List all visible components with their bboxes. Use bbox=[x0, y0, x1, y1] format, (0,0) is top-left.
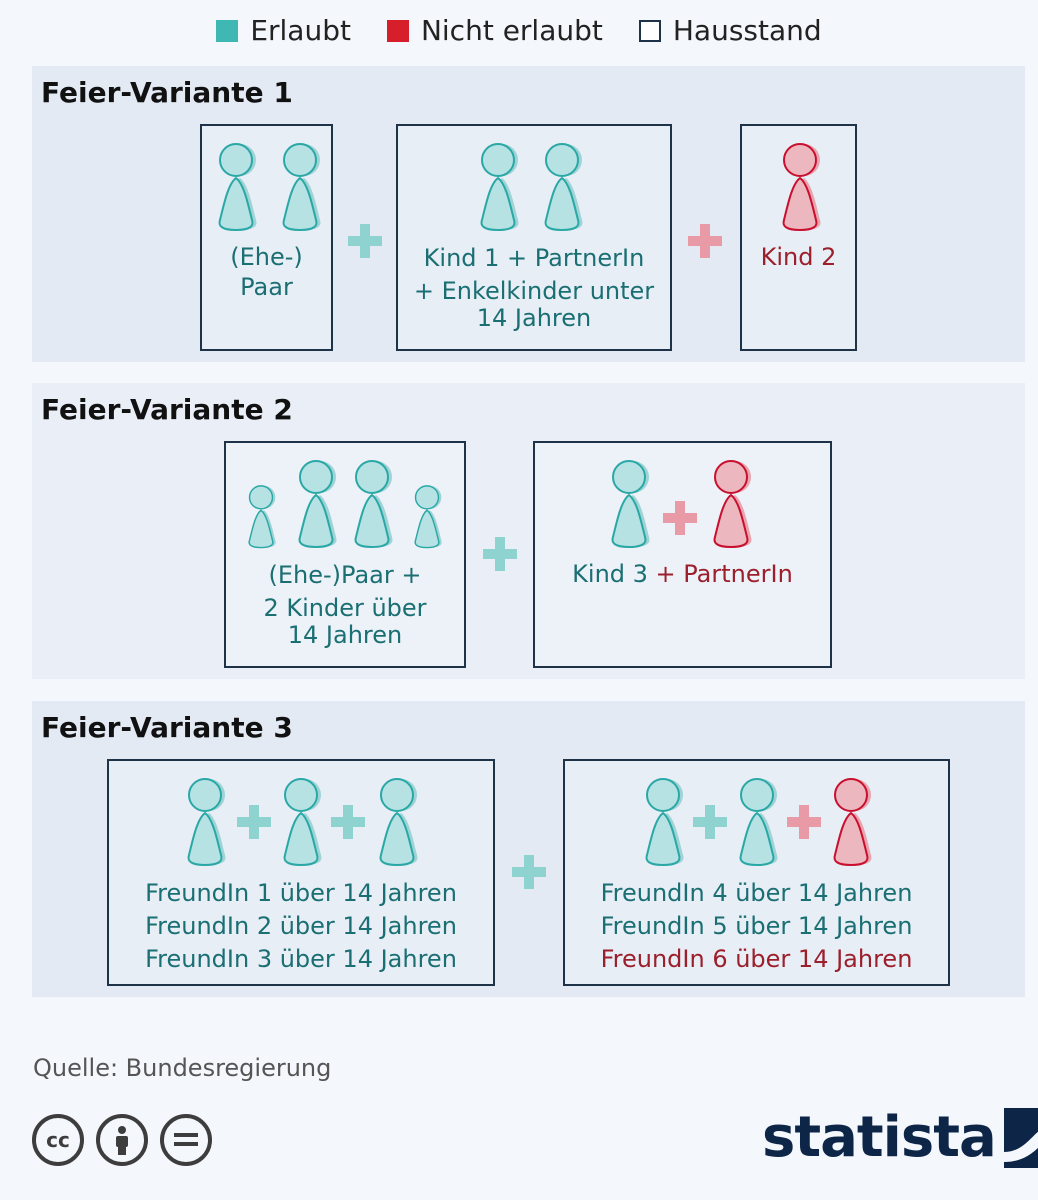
household-box-child-3: Kind 3 + PartnerIn bbox=[533, 441, 832, 668]
plus-not-allowed-icon bbox=[688, 224, 722, 258]
variant-2-panel: Feier-Variante 2 (Ehe-)Paar + 2 Kinder ü… bbox=[32, 383, 1025, 679]
legend-item-not-allowed: Nicht erlaubt bbox=[386, 14, 603, 47]
caption-line-not-allowed: FreundIn 6 über 14 Jahren bbox=[600, 945, 913, 973]
plus-allowed-icon bbox=[483, 537, 517, 571]
pawn-allowed-small-icon bbox=[248, 485, 276, 549]
plus-not-allowed-icon bbox=[787, 805, 821, 839]
legend-label-not-allowed: Nicht erlaubt bbox=[420, 14, 603, 47]
source-note: Quelle: Bundesregierung bbox=[33, 1054, 332, 1082]
brand-name: statista bbox=[762, 1105, 997, 1170]
pawn-allowed-icon bbox=[283, 778, 322, 867]
legend-label-allowed: Erlaubt bbox=[250, 14, 351, 47]
legend-swatch-household-icon bbox=[638, 19, 661, 42]
plus-allowed-icon bbox=[237, 805, 271, 839]
cc-icon[interactable]: cc bbox=[32, 1114, 84, 1166]
caption-line: Paar bbox=[240, 273, 293, 301]
pawn-allowed-icon bbox=[480, 143, 519, 232]
variant-3-panel: Feier-Variante 3 FreundIn 1 über 14 Jahr… bbox=[32, 701, 1025, 997]
nd-equals-icon[interactable] bbox=[160, 1114, 212, 1166]
statista-logo[interactable]: statista bbox=[762, 1108, 1038, 1168]
caption-line: FreundIn 3 über 14 Jahren bbox=[145, 945, 457, 973]
plus-allowed-icon bbox=[512, 855, 546, 889]
household-box-friends-b: FreundIn 4 über 14 Jahren FreundIn 5 übe… bbox=[563, 759, 950, 986]
household-box-child-2: Kind 2 bbox=[740, 124, 857, 351]
household-box-friends-a: FreundIn 1 über 14 Jahren FreundIn 2 übe… bbox=[107, 759, 495, 986]
pawn-not-allowed-icon bbox=[782, 143, 821, 232]
caption-child-2: Kind 2 bbox=[742, 242, 855, 272]
caption-friends-a: FreundIn 1 über 14 Jahren FreundIn 2 übe… bbox=[109, 877, 493, 976]
pawn-allowed-icon bbox=[739, 778, 778, 867]
pawn-allowed-icon bbox=[282, 143, 321, 232]
legend-item-allowed: Erlaubt bbox=[216, 14, 351, 47]
plus-not-allowed-icon bbox=[663, 501, 697, 535]
cc-icon-text: cc bbox=[46, 1128, 70, 1152]
caption-line: FreundIn 1 über 14 Jahren bbox=[145, 879, 457, 907]
caption-line: (Ehe-) bbox=[230, 243, 303, 271]
variant-2-title: Feier-Variante 2 bbox=[41, 393, 293, 426]
pawn-allowed-icon bbox=[645, 778, 684, 867]
plus-allowed-icon bbox=[693, 805, 727, 839]
caption-child-1: Kind 1 + PartnerIn + Enkelkinder unter 1… bbox=[398, 242, 670, 335]
household-box-family: (Ehe-)Paar + 2 Kinder über 14 Jahren bbox=[224, 441, 466, 668]
pawn-allowed-icon bbox=[218, 143, 257, 232]
pawn-allowed-small-icon bbox=[414, 485, 442, 549]
caption-line: FreundIn 2 über 14 Jahren bbox=[145, 912, 457, 940]
plus-allowed-icon bbox=[348, 224, 382, 258]
legend: Erlaubt Nicht erlaubt Hausstand bbox=[0, 14, 1038, 47]
pawn-allowed-icon bbox=[379, 778, 418, 867]
caption-line: 14 Jahren bbox=[287, 621, 403, 649]
pawn-not-allowed-icon bbox=[713, 460, 752, 549]
caption-line: Kind 2 bbox=[760, 243, 837, 271]
caption-line: FreundIn 5 über 14 Jahren bbox=[600, 912, 913, 940]
pawn-allowed-icon bbox=[298, 460, 337, 549]
caption-family: (Ehe-)Paar + 2 Kinder über 14 Jahren bbox=[226, 559, 464, 652]
household-box-child-1: Kind 1 + PartnerIn + Enkelkinder unter 1… bbox=[396, 124, 672, 351]
caption-line: + Enkelkinder unter bbox=[413, 277, 655, 305]
caption-line: 2 Kinder über bbox=[263, 594, 427, 622]
equals-glyph-icon bbox=[174, 1133, 198, 1146]
caption-child-3-allowed: Kind 3 bbox=[572, 560, 648, 588]
by-person-icon[interactable] bbox=[96, 1114, 148, 1166]
pawn-allowed-icon bbox=[611, 460, 650, 549]
legend-item-household: Hausstand bbox=[638, 14, 822, 47]
household-box-couple: (Ehe-) Paar bbox=[200, 124, 333, 351]
variant-1-panel: Feier-Variante 1 (Ehe-) Paar Kind 1 + Pa… bbox=[32, 66, 1025, 362]
caption-line: (Ehe-)Paar + bbox=[268, 561, 422, 589]
caption-line: Kind 1 + PartnerIn bbox=[423, 244, 645, 272]
caption-line: 14 Jahren bbox=[476, 304, 592, 332]
license-icons: cc bbox=[32, 1114, 212, 1166]
pawn-allowed-icon bbox=[544, 143, 583, 232]
pawn-allowed-icon bbox=[187, 778, 226, 867]
legend-swatch-allowed-icon bbox=[216, 19, 239, 42]
pawn-not-allowed-icon bbox=[833, 778, 872, 867]
caption-friends-b: FreundIn 4 über 14 Jahren FreundIn 5 übe… bbox=[565, 877, 948, 976]
variant-1-title: Feier-Variante 1 bbox=[41, 76, 293, 109]
caption-child-3: Kind 3 + PartnerIn bbox=[535, 559, 830, 589]
person-glyph-icon bbox=[116, 1126, 128, 1155]
caption-child-3-partner: + PartnerIn bbox=[647, 560, 793, 588]
statista-mark-icon bbox=[1003, 1108, 1038, 1168]
plus-allowed-icon bbox=[331, 805, 365, 839]
legend-swatch-not-allowed-icon bbox=[386, 19, 409, 42]
legend-label-household: Hausstand bbox=[672, 14, 822, 47]
variant-3-title: Feier-Variante 3 bbox=[41, 711, 293, 744]
pawn-allowed-icon bbox=[354, 460, 393, 549]
caption-couple: (Ehe-) Paar bbox=[202, 242, 331, 302]
caption-line: FreundIn 4 über 14 Jahren bbox=[600, 879, 913, 907]
